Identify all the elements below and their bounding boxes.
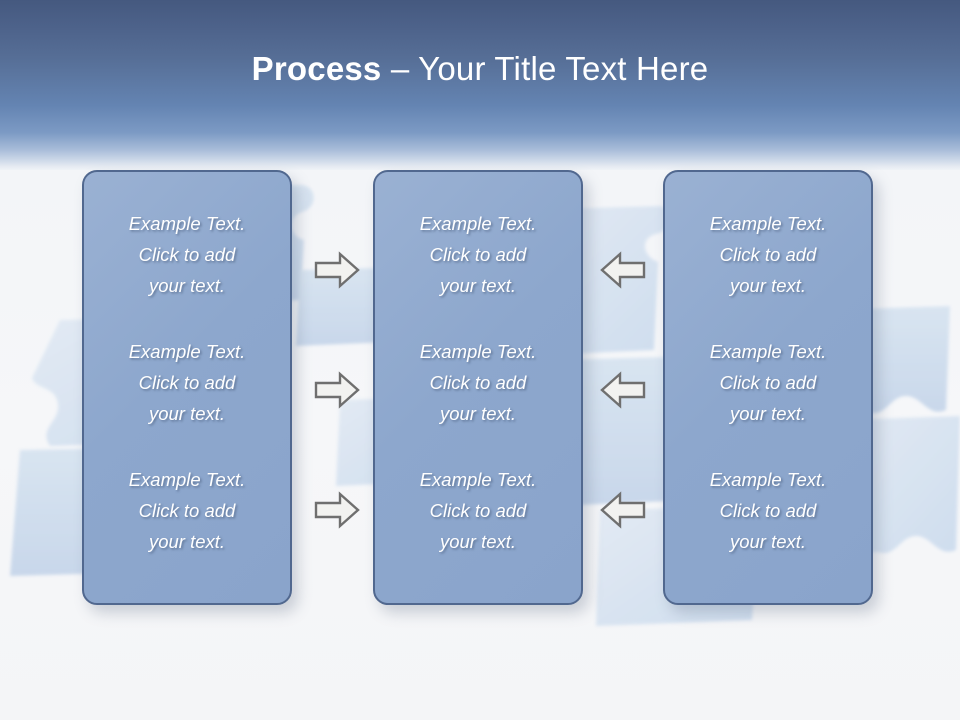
text-line: Example Text. (128, 341, 246, 362)
arrow-right-icon (313, 250, 361, 290)
text-placeholder[interactable]: Example Text. Click to add your text. (375, 464, 581, 584)
text-line: Click to add (138, 500, 236, 521)
text-placeholder[interactable]: Example Text. Click to add your text. (84, 208, 290, 328)
header-band (0, 0, 960, 170)
process-column-left[interactable]: Example Text. Click to add your text. Ex… (82, 170, 292, 605)
text-line: Click to add (429, 244, 527, 265)
text-line: Click to add (719, 500, 817, 521)
arrow-left-icon (599, 370, 647, 410)
text-placeholder[interactable]: Example Text. Click to add your text. (84, 336, 290, 456)
text-line: your text. (148, 275, 226, 296)
text-line: Example Text. (419, 213, 537, 234)
text-placeholder[interactable]: Example Text. Click to add your text. (375, 208, 581, 328)
text-line: Click to add (719, 244, 817, 265)
text-line: Example Text. (128, 213, 246, 234)
text-line: Example Text. (709, 213, 827, 234)
text-line: Example Text. (419, 341, 537, 362)
text-placeholder[interactable]: Example Text. Click to add your text. (665, 464, 871, 584)
text-line: your text. (148, 403, 226, 424)
text-line: your text. (729, 403, 807, 424)
process-column-center[interactable]: Example Text. Click to add your text. Ex… (373, 170, 583, 605)
text-placeholder[interactable]: Example Text. Click to add your text. (84, 464, 290, 584)
page-title-rest: – Your Title Text Here (381, 50, 709, 87)
text-line: Click to add (719, 372, 817, 393)
text-line: your text. (439, 275, 517, 296)
arrow-right-icon (313, 370, 361, 410)
text-line: Example Text. (128, 469, 246, 490)
text-placeholder[interactable]: Example Text. Click to add your text. (375, 336, 581, 456)
text-line: Click to add (429, 500, 527, 521)
page-title-strong: Process (251, 50, 382, 87)
text-line: Example Text. (709, 469, 827, 490)
text-placeholder[interactable]: Example Text. Click to add your text. (665, 208, 871, 328)
text-line: Click to add (429, 372, 527, 393)
process-column-right[interactable]: Example Text. Click to add your text. Ex… (663, 170, 873, 605)
text-line: Example Text. (419, 469, 537, 490)
text-line: your text. (729, 531, 807, 552)
text-line: Example Text. (709, 341, 827, 362)
arrow-left-icon (599, 250, 647, 290)
text-line: your text. (729, 275, 807, 296)
text-line: Click to add (138, 244, 236, 265)
text-line: Click to add (138, 372, 236, 393)
arrow-left-icon (599, 490, 647, 530)
text-line: your text. (148, 531, 226, 552)
text-line: your text. (439, 531, 517, 552)
text-line: your text. (439, 403, 517, 424)
arrow-right-icon (313, 490, 361, 530)
page-title: Process – Your Title Text Here (0, 47, 960, 91)
text-placeholder[interactable]: Example Text. Click to add your text. (665, 336, 871, 456)
